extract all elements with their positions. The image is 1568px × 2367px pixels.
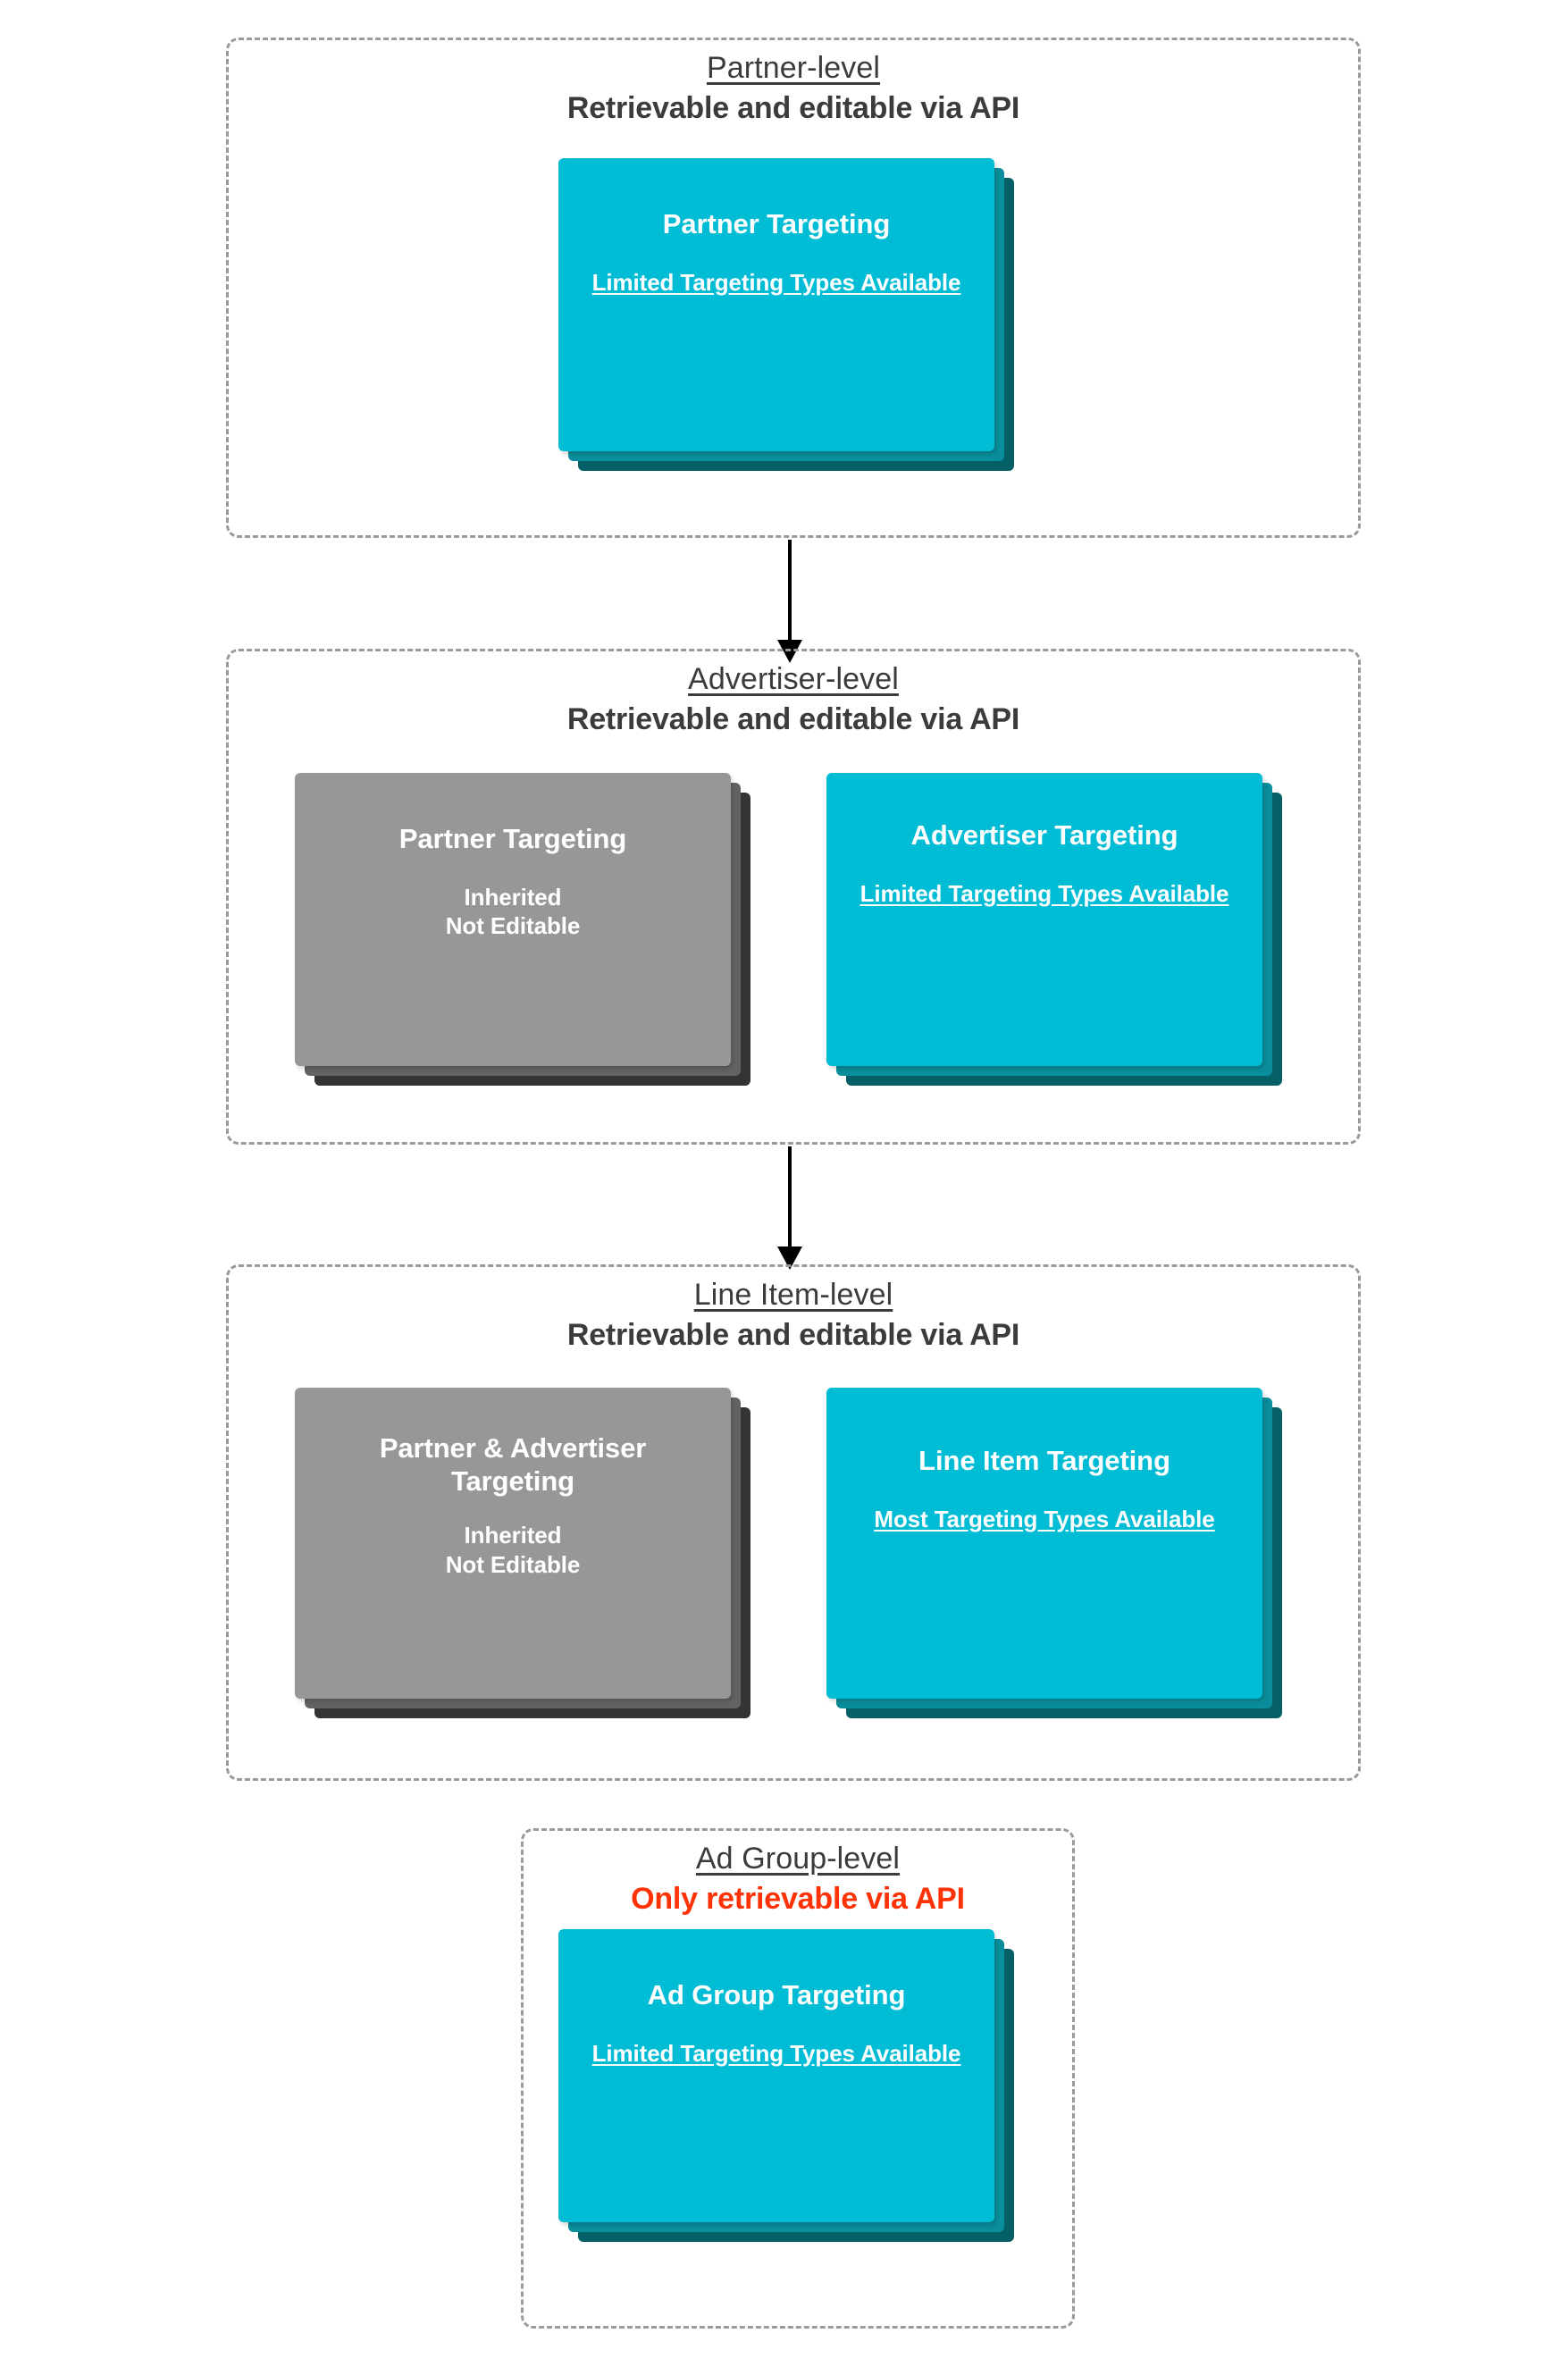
level-subtitle-ad-group: Only retrievable via API bbox=[631, 1882, 965, 1917]
arrow-shaft bbox=[788, 1146, 792, 1246]
card-face-advertiser-targeting[interactable]: Advertiser Targeting Limited Targeting T… bbox=[826, 773, 1262, 1066]
card-stack-line-item-inherited[interactable]: Partner & Advertiser Targeting Inherited… bbox=[295, 1388, 750, 1718]
card-face-ad-group-targeting[interactable]: Ad Group Targeting Limited Targeting Typ… bbox=[558, 1929, 994, 2222]
card-face-line-item-targeting[interactable]: Line Item Targeting Most Targeting Types… bbox=[826, 1388, 1262, 1699]
connector-arrow-advertiser-to-line-item bbox=[772, 1146, 808, 1270]
card-stack-line-item-targeting[interactable]: Line Item Targeting Most Targeting Types… bbox=[826, 1388, 1282, 1718]
card-title: Partner & Advertiser Targeting bbox=[379, 1432, 647, 1497]
level-container-line-item bbox=[226, 1264, 1361, 1781]
level-title-ad-group: Ad Group-level bbox=[695, 1842, 901, 1876]
card-title: Partner Targeting bbox=[398, 823, 627, 854]
card-note: Most Targeting Types Available bbox=[874, 1505, 1215, 1532]
card-note: Inherited Not Editable bbox=[445, 883, 581, 940]
card-title: Line Item Targeting bbox=[918, 1445, 1170, 1476]
card-title: Partner Targeting bbox=[662, 208, 891, 239]
level-subtitle-line-item: Retrievable and editable via API bbox=[566, 1318, 1020, 1353]
card-face-partner-targeting[interactable]: Partner Targeting Limited Targeting Type… bbox=[558, 158, 994, 451]
card-face-inherited-partner-targeting[interactable]: Partner Targeting Inherited Not Editable bbox=[295, 773, 731, 1066]
level-subtitle-partner: Retrievable and editable via API bbox=[566, 91, 1020, 126]
card-note: Inherited Not Editable bbox=[445, 1522, 581, 1578]
card-note: Limited Targeting Types Available bbox=[859, 879, 1229, 907]
level-header-line-item: Line Item-level Retrievable and editable… bbox=[226, 1277, 1361, 1355]
level-container-ad-group bbox=[521, 1828, 1075, 2329]
card-title: Advertiser Targeting bbox=[910, 819, 1178, 851]
arrow-shaft bbox=[788, 540, 792, 640]
card-stack-advertiser-targeting[interactable]: Advertiser Targeting Limited Targeting T… bbox=[826, 773, 1282, 1086]
card-stack-ad-group-targeting[interactable]: Ad Group Targeting Limited Targeting Typ… bbox=[558, 1929, 1014, 2242]
card-title: Ad Group Targeting bbox=[647, 1979, 906, 2010]
level-title-partner: Partner-level bbox=[706, 51, 881, 85]
level-subtitle-advertiser: Retrievable and editable via API bbox=[566, 702, 1020, 737]
level-container-advertiser bbox=[226, 649, 1361, 1145]
connector-arrow-partner-to-advertiser bbox=[772, 540, 808, 663]
level-header-partner: Partner-level Retrievable and editable v… bbox=[226, 50, 1361, 128]
level-title-line-item: Line Item-level bbox=[693, 1278, 893, 1312]
card-stack-partner-targeting[interactable]: Partner Targeting Limited Targeting Type… bbox=[558, 158, 1014, 471]
card-note: Limited Targeting Types Available bbox=[591, 2039, 961, 2067]
level-header-advertiser: Advertiser-level Retrievable and editabl… bbox=[226, 661, 1361, 739]
level-container-partner bbox=[226, 38, 1361, 538]
card-face-inherited-partner-advertiser-targeting[interactable]: Partner & Advertiser Targeting Inherited… bbox=[295, 1388, 731, 1699]
card-note: Limited Targeting Types Available bbox=[591, 268, 961, 296]
card-stack-advertiser-inherited-partner[interactable]: Partner Targeting Inherited Not Editable bbox=[295, 773, 750, 1086]
level-title-advertiser: Advertiser-level bbox=[688, 662, 899, 696]
level-header-ad-group: Ad Group-level Only retrievable via API bbox=[521, 1841, 1075, 1918]
arrow-head-icon bbox=[777, 640, 802, 663]
